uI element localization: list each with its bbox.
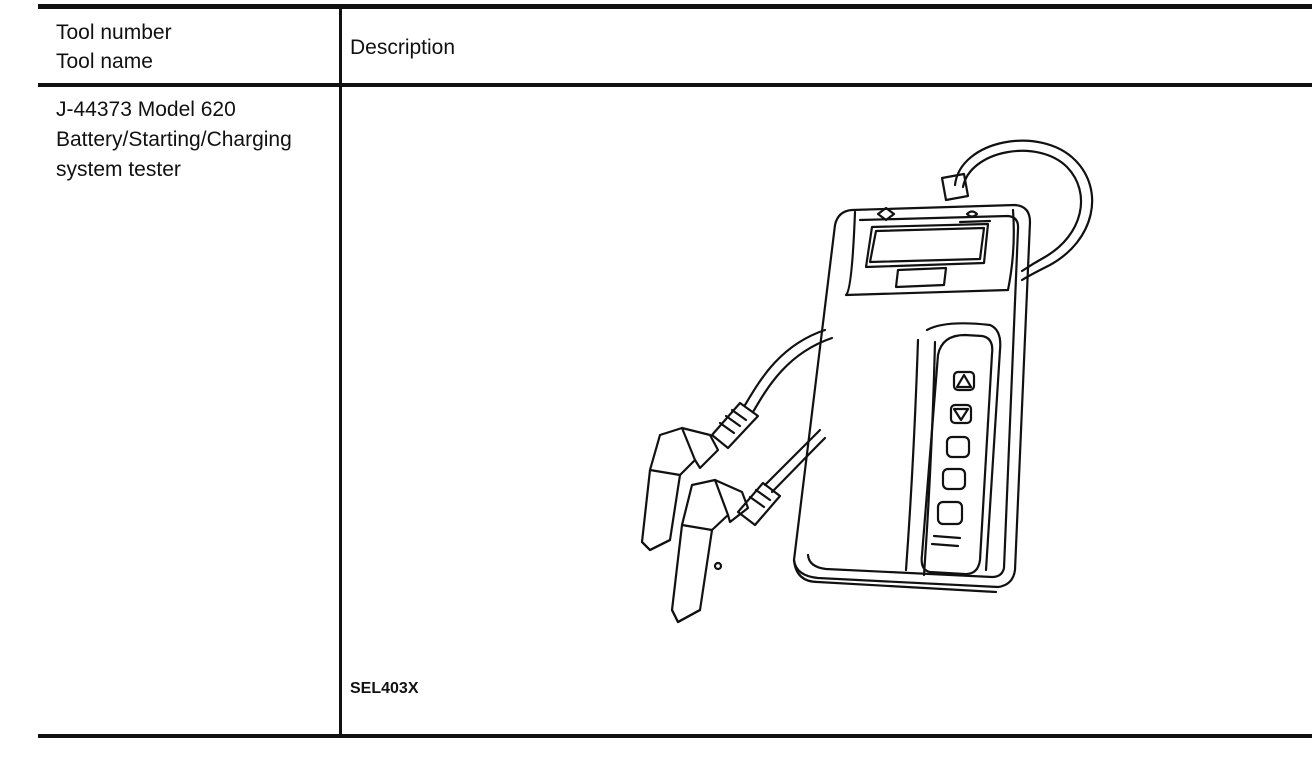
table-header-rule (38, 83, 1312, 87)
tool-name-line1: Battery/Starting/Charging (56, 128, 292, 151)
tool-cell: J-44373 Model 620 Battery/Starting/Charg… (56, 95, 336, 185)
tool-number: J-44373 Model 620 (56, 98, 236, 121)
header-tool-number: Tool number (56, 21, 172, 44)
battery-tester-illustration (640, 139, 1094, 624)
header-description: Description (350, 36, 456, 59)
tool-name-line2: system tester (56, 158, 181, 181)
header-tool-column: Tool number Tool name (56, 18, 172, 76)
header-tool-name: Tool name (56, 50, 153, 73)
table-top-rule (38, 4, 1312, 9)
table-bottom-rule (38, 734, 1312, 738)
column-divider (339, 4, 342, 738)
figure-code: SEL403X (350, 680, 419, 697)
